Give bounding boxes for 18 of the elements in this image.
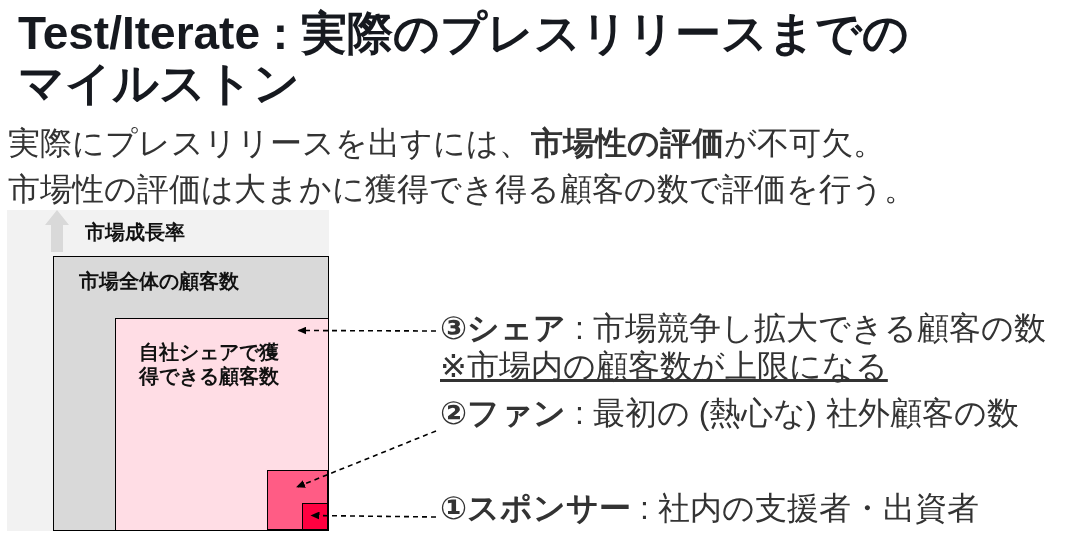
body-text: 実際にプレスリリースを出すには、市場性の評価が不可欠。 [8,124,885,162]
note-text: ※市場内の顧客数が上限になる [440,347,888,385]
sponsor-square [301,502,328,530]
axis-label: 市場成長率 [85,220,185,244]
arrow [310,511,437,520]
callout-text: ②ファン : 最初の (熱心な) 社外顧客の数 [440,394,1019,432]
box-label: 自社シェアで獲得できる顧客数 [138,339,280,388]
market-square [53,256,329,531]
background-panel [7,210,329,531]
share-square [114,317,329,531]
arrow [296,430,437,488]
fan-square [267,470,328,530]
arrow [297,326,437,335]
callout-text: ③シェア : 市場競争し拡大できる顧客の数 [440,309,1046,347]
box-label: 市場全体の顧客数 [79,269,239,293]
title: Test/Iterate : 実際のプレスリリースまでのマイルストン [18,8,910,108]
body-text: 市場性の評価は大まかに獲得でき得る顧客の数で評価を行う。 [8,170,916,208]
callout-text: ①スポンサー : 社内の支援者・出資者 [440,489,979,527]
